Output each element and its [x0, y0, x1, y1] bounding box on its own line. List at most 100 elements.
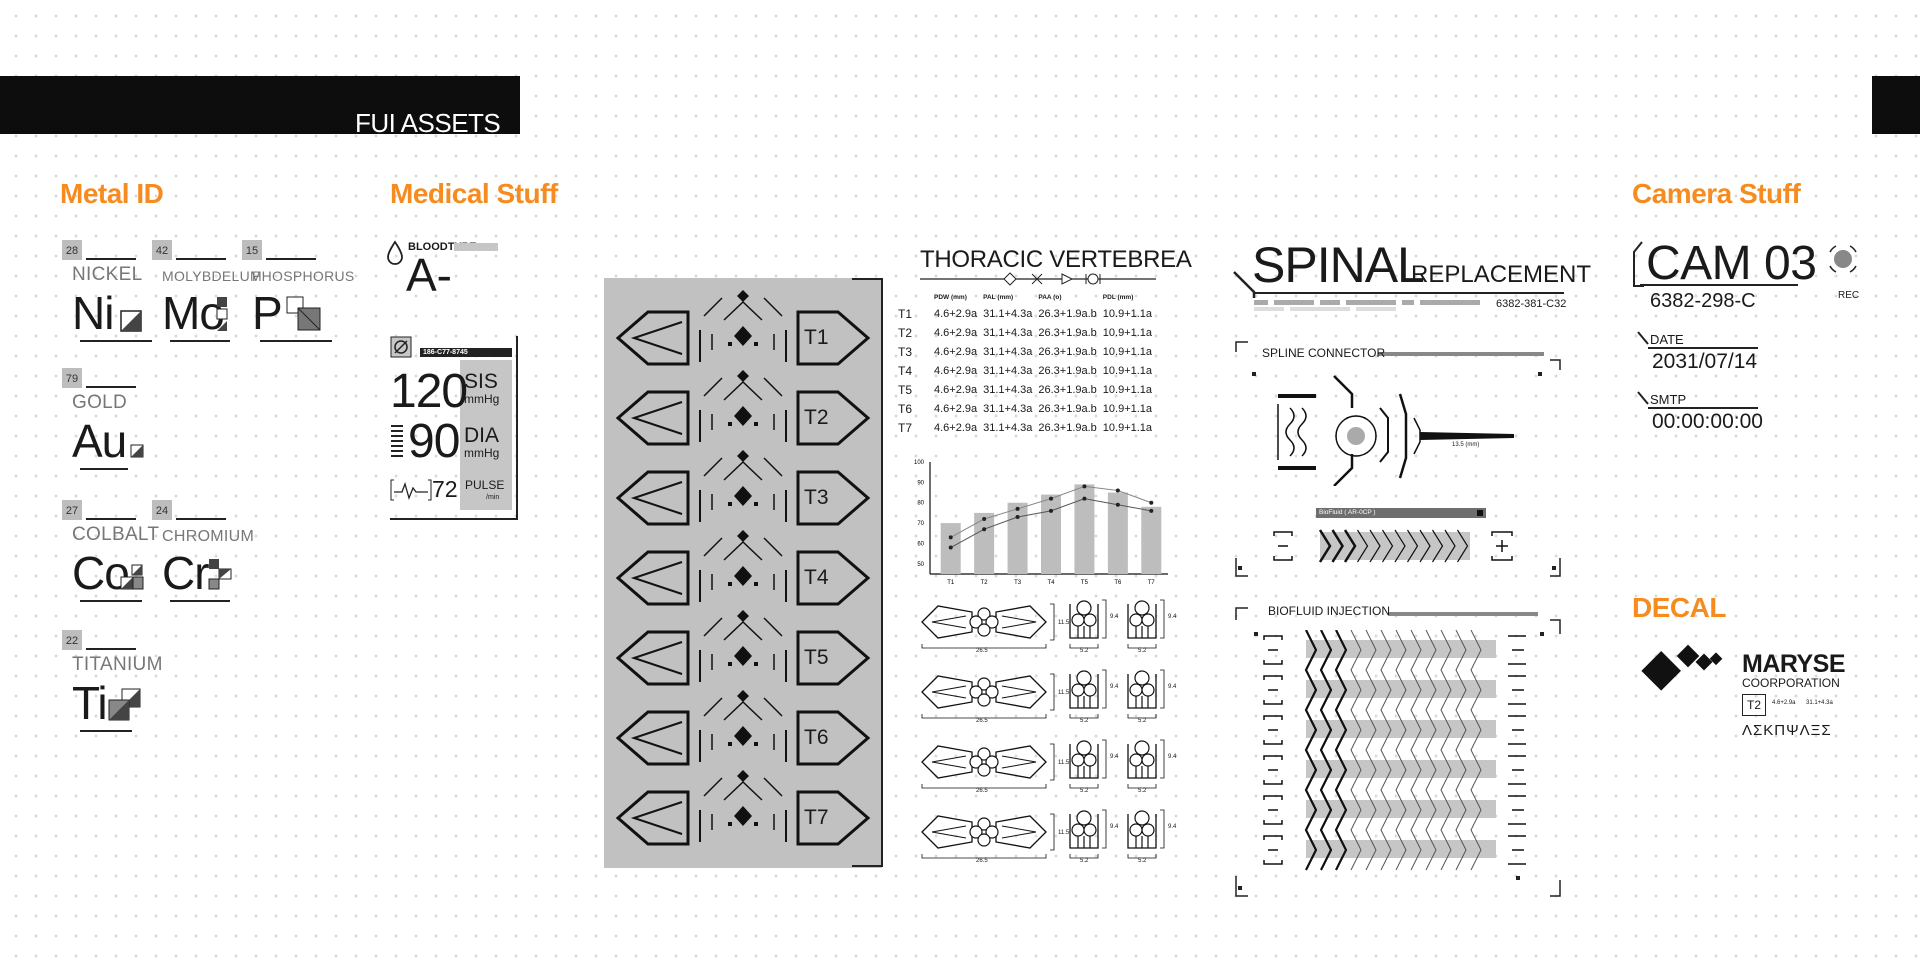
table-cell: 10.9+1.1a: [1102, 403, 1153, 415]
spline-measure: 13.5 (mm): [1452, 442, 1480, 448]
table-cell: 31.1+4.3a: [983, 384, 1033, 396]
element-symbol: Co: [72, 547, 130, 599]
table-cell: 26.3+1.9a.b: [1038, 384, 1097, 396]
element-name: GOLD: [72, 392, 128, 413]
bar-T4: [1041, 494, 1061, 574]
spline-connector-diagram: [1277, 375, 1514, 486]
vertebra-side-diagram: [1127, 809, 1165, 859]
injection-left-bracket-bottom: [1263, 820, 1283, 825]
cam-bracket: [1633, 241, 1644, 287]
decal-company: MARYSE: [1742, 650, 1846, 678]
vertebra-label: T2: [804, 406, 829, 429]
injection-row-fill: [1306, 720, 1496, 738]
series-point: [1149, 500, 1154, 505]
injection-chevron-column: [1410, 630, 1422, 871]
vertebra-label: T4: [804, 566, 829, 589]
injection-left-bracket: [1263, 835, 1283, 840]
sis-unit: mmHg: [464, 392, 500, 406]
bar-T2: [974, 512, 995, 574]
diagram-side-label: 9.4: [1168, 614, 1177, 620]
injection-row-fill: [1306, 840, 1496, 858]
sis-value: 120: [390, 365, 468, 418]
vertebra-stack: [615, 290, 871, 846]
x-tick-label: T6: [1114, 580, 1122, 586]
diagram-height-label: 11.5: [1058, 760, 1070, 766]
section-title-decal: DECAL: [1632, 592, 1726, 623]
series-point: [1115, 502, 1120, 507]
table-cell: 4.6+2.9a: [934, 308, 978, 320]
injection-left-bracket-bottom: [1263, 860, 1283, 865]
table-cell: 10.9+1.1a: [1102, 384, 1153, 396]
injection-chevron-column: [1304, 630, 1318, 871]
vitals-code: 186-C77-8745: [423, 349, 468, 356]
vitals-code-bar: [420, 348, 512, 357]
table-cell: 4.6+2.9a: [934, 327, 978, 339]
cam-name: CAM 03: [1646, 237, 1817, 290]
table-cell: 26.3+1.9a.b: [1038, 365, 1097, 377]
series-point: [948, 545, 953, 550]
spline-fill: [1320, 532, 1470, 560]
diagram-side-label: 9.4: [1168, 684, 1177, 690]
injection-chevron-column: [1319, 630, 1333, 871]
table-cell: 31.1+4.3a: [983, 346, 1033, 358]
spline-chevron: [1419, 529, 1431, 563]
series-point: [982, 517, 987, 522]
diagram-base-label: 5.2: [1138, 648, 1147, 654]
spline-chevron: [1343, 529, 1357, 563]
spline-chevron: [1444, 529, 1456, 563]
table-cell: 26.3+1.9a.b: [1038, 422, 1097, 434]
column-header: [898, 294, 934, 307]
element-symbol: Au: [72, 415, 127, 467]
injection-chevron-column: [1365, 630, 1377, 871]
divider: [86, 648, 136, 650]
injection-chevron-column: [1470, 630, 1482, 871]
spline-chevron: [1381, 529, 1394, 563]
injection-row-fill: [1306, 640, 1496, 658]
diagonal-block-icon: [120, 310, 142, 332]
cam-name-rule: [1640, 284, 1798, 286]
injection-chevron-column: [1440, 630, 1452, 871]
x-tick-label: T3: [1014, 580, 1022, 586]
vertebra-T6: [615, 690, 871, 766]
vertebra-side-diagram: [1069, 809, 1107, 859]
vertebra-T4: [615, 530, 871, 606]
element-name: COLBALT: [72, 524, 160, 545]
table-cell: 4.6+2.9a: [934, 422, 978, 434]
table-cell: T4: [898, 364, 913, 378]
table-cell: T6: [898, 402, 913, 416]
heartbeat-icon: [390, 479, 432, 501]
x-tick-label: T4: [1047, 580, 1055, 586]
dia-unit: mmHg: [464, 446, 500, 460]
table-cell: 4.6+2.9a: [934, 365, 978, 377]
bar-T5: [1074, 484, 1095, 574]
element-name: MOLYBDELUM: [162, 268, 262, 284]
split-squares-icon: [120, 564, 144, 590]
vertebra-label: T3: [804, 486, 829, 509]
vertebra-label: T5: [804, 646, 829, 669]
atomic-number: 42: [152, 240, 172, 260]
y-tick-label: 80: [917, 501, 924, 507]
injection-left-bracket: [1263, 675, 1283, 680]
diagram-side-label: 9.4: [1168, 824, 1177, 830]
series-point: [1015, 506, 1020, 511]
biofluid-bar-label: BioFluid ( AR-0CP ): [1319, 509, 1376, 516]
time-value: 00:00:00:00: [1652, 410, 1763, 433]
series-point: [1082, 484, 1087, 489]
column-header: PAL (mm): [983, 294, 1014, 301]
injection-chevron-column: [1350, 630, 1362, 871]
element-symbol: Ti: [72, 677, 108, 729]
bar-T3: [1007, 502, 1028, 574]
smtp-label: SMTP: [1650, 392, 1687, 407]
vitals-grey-column: [460, 360, 512, 510]
injection-left-bracket: [1263, 635, 1283, 640]
vertebra-label: T6: [804, 726, 829, 749]
metal-card-nickel: 28 NICKEL Ni: [62, 240, 152, 350]
record-icon: [1829, 245, 1857, 273]
diagram-row: [921, 603, 1055, 649]
plus-bracket: [1491, 531, 1513, 536]
table-cell: 26.3+1.9a.b: [1038, 308, 1097, 320]
section-title-metal: Metal ID: [60, 178, 164, 209]
